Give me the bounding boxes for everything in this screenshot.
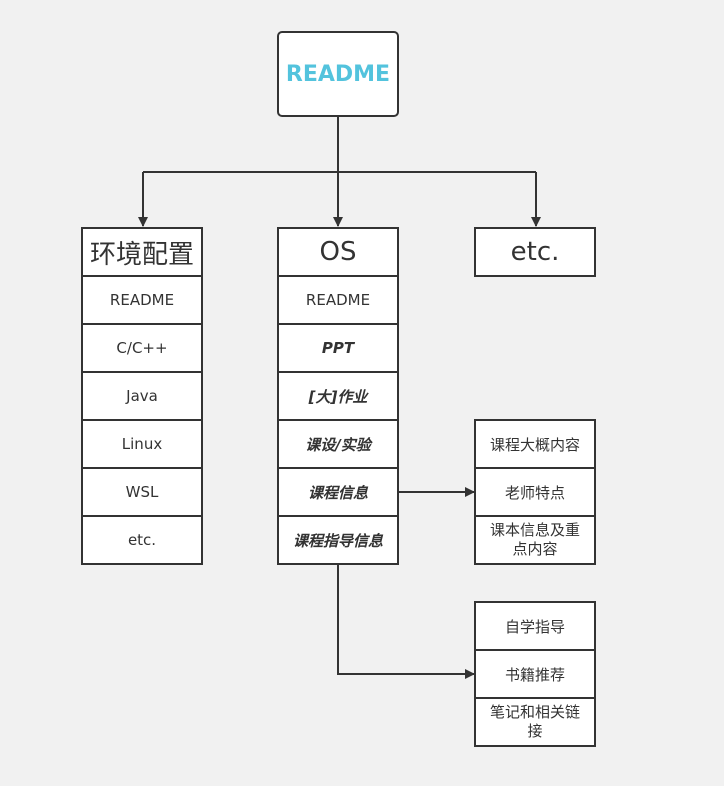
os-item-course-info: 课程信息 bbox=[277, 467, 399, 517]
env-item-etc: etc. bbox=[81, 515, 203, 565]
course-info-teacher: 老师特点 bbox=[474, 467, 596, 517]
course-info-overview: 课程大概内容 bbox=[474, 419, 596, 469]
guide-self-study: 自学指导 bbox=[474, 601, 596, 651]
arrow-course-guide bbox=[337, 564, 475, 679]
env-item-java: Java bbox=[81, 371, 203, 421]
os-item-course-guide: 课程指导信息 bbox=[277, 515, 399, 565]
env-item-readme: README bbox=[81, 275, 203, 325]
guide-books: 书籍推荐 bbox=[474, 649, 596, 699]
os-header: OS bbox=[277, 227, 399, 277]
os-item-readme: README bbox=[277, 275, 399, 325]
env-item-linux: Linux bbox=[81, 419, 203, 469]
env-item-cpp: C/C++ bbox=[81, 323, 203, 373]
etc-header: etc. bbox=[474, 227, 596, 277]
env-item-wsl: WSL bbox=[81, 467, 203, 517]
guide-notes-links: 笔记和相关链接 bbox=[474, 697, 596, 747]
os-item-homework: [大]作业 bbox=[277, 371, 399, 421]
env-config-header: 环境配置 bbox=[81, 227, 203, 277]
os-item-lab: 课设/实验 bbox=[277, 419, 399, 469]
os-item-ppt: PPT bbox=[277, 323, 399, 373]
root-readme-node: README bbox=[277, 31, 399, 117]
course-info-textbook: 课本信息及重点内容 bbox=[474, 515, 596, 565]
